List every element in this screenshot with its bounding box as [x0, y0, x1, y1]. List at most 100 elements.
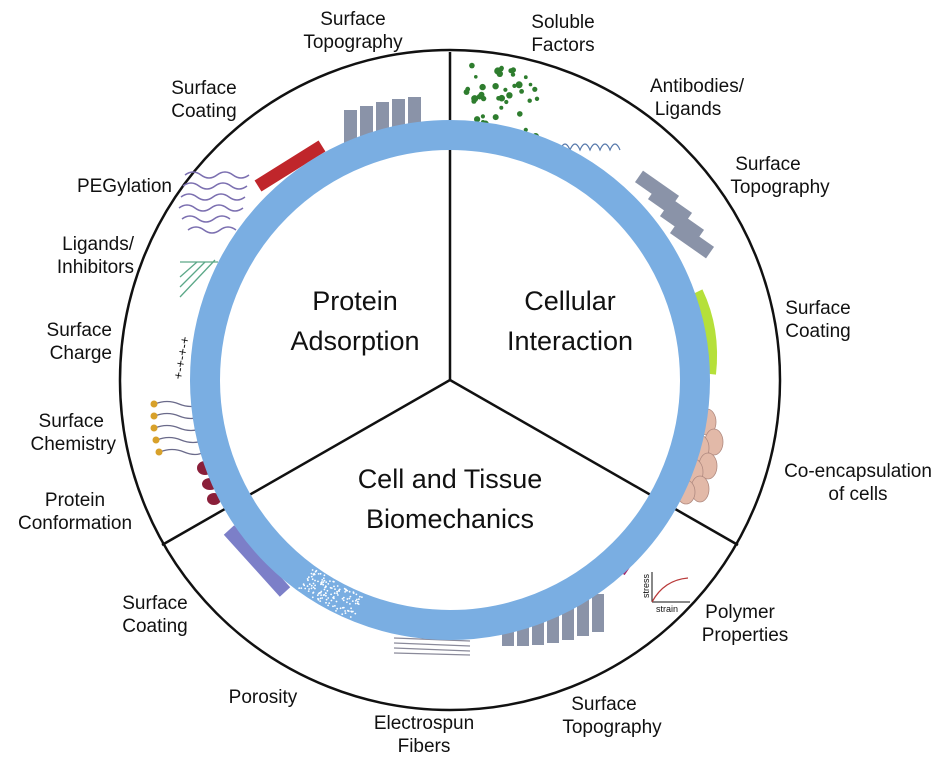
- section-protein-line2: Adsorption: [290, 326, 419, 356]
- pore-dot: [320, 583, 322, 585]
- label-right-coating-2: Coating: [785, 321, 851, 342]
- pore-dot: [329, 580, 331, 582]
- pore-dot: [338, 589, 340, 592]
- pore-dot: [355, 593, 358, 596]
- divider-lower-left: [161, 378, 451, 547]
- label-bottom-topography-1: Surface: [571, 694, 636, 715]
- soluble-dot: [515, 81, 523, 89]
- label-conformation-1: Protein: [45, 490, 105, 511]
- label-bottom-topography-2: Topography: [562, 717, 662, 738]
- pore-dot: [319, 597, 322, 600]
- pore-dot: [336, 592, 338, 595]
- pore-dot: [310, 572, 313, 575]
- soluble-dot: [499, 105, 504, 110]
- charge-glyphs: +-+-+-+: [170, 335, 192, 380]
- pore-dot: [308, 588, 310, 590]
- label-conformation-2: Conformation: [18, 513, 132, 534]
- pore-dot: [300, 587, 303, 589]
- soluble-dot: [492, 114, 499, 121]
- pore-dot: [342, 606, 345, 609]
- pore-dot: [312, 573, 315, 576]
- fiber: [393, 647, 471, 652]
- pore-dot: [335, 600, 338, 603]
- cylinder: [592, 594, 604, 632]
- pore-dot: [303, 584, 306, 587]
- label-ligands-1: Ligands/: [62, 234, 135, 255]
- pore-dot: [306, 578, 309, 580]
- pore-dot: [333, 585, 335, 588]
- label-polymer-2: Properties: [702, 625, 789, 646]
- chem-head: [150, 424, 158, 432]
- pore-dot: [349, 616, 352, 618]
- soluble-dot: [474, 75, 478, 79]
- pore-dot: [328, 602, 331, 604]
- pore-dot: [312, 592, 314, 594]
- pore-dot: [319, 600, 322, 602]
- pore-dot: [314, 579, 316, 582]
- soluble-dot: [463, 89, 470, 95]
- label-electrospun-1: Electrospun: [374, 713, 474, 734]
- section-biomech-line2: Biomechanics: [366, 504, 534, 534]
- soluble-dot: [510, 72, 516, 77]
- pore-dot: [321, 597, 324, 599]
- pore-dot: [329, 586, 332, 589]
- pore-dot: [317, 580, 319, 583]
- soluble-dot: [503, 87, 508, 92]
- pore-dot: [346, 601, 348, 604]
- pore-dot: [312, 586, 315, 589]
- label-charge-2: Charge: [50, 343, 112, 364]
- pore-dot: [325, 594, 327, 597]
- pore-dot: [312, 582, 315, 585]
- pore-dot: [354, 612, 357, 615]
- pore-dot: [307, 576, 310, 579]
- pore-dot: [348, 590, 351, 593]
- chem-head: [150, 400, 158, 408]
- soluble-dot: [480, 114, 485, 119]
- pore-dot: [335, 610, 337, 612]
- pore-dot: [311, 596, 314, 599]
- pore-dot: [333, 597, 335, 600]
- pore-dot: [323, 574, 326, 577]
- pore-dot: [314, 570, 317, 573]
- pore-dot: [352, 591, 355, 593]
- peg-chain: [180, 193, 246, 201]
- pore-dot: [348, 597, 351, 600]
- soluble-dot: [532, 86, 538, 92]
- pore-dot: [336, 590, 338, 593]
- label-coencap-2: of cells: [828, 484, 887, 505]
- chem-head: [155, 448, 163, 456]
- pore-dot: [311, 569, 314, 571]
- stress-label: stress: [641, 573, 651, 598]
- pore-dot: [316, 594, 319, 597]
- peg-chain: [187, 226, 237, 234]
- surface-topography-right-cylinders: [634, 170, 715, 259]
- pore-dot: [323, 579, 326, 582]
- soluble-dot: [534, 96, 540, 102]
- ligands-inhibitors-icon: [179, 259, 218, 298]
- label-bottom-coating-2: Coating: [122, 616, 188, 637]
- peg-chain: [178, 204, 244, 212]
- pore-dot: [327, 604, 329, 607]
- label-ligands-2: Inhibitors: [57, 257, 134, 278]
- cylinder: [577, 598, 589, 636]
- pegylation-chains-icon: [178, 171, 250, 234]
- label-polymer-1: Polymer: [705, 602, 775, 623]
- fiber: [393, 637, 471, 642]
- pore-dot: [327, 597, 330, 599]
- pore-dot: [357, 600, 359, 603]
- pore-dot: [330, 599, 333, 602]
- label-soluble-1: Soluble: [531, 12, 594, 33]
- soluble-dot: [496, 70, 503, 78]
- chem-head: [152, 436, 160, 444]
- pore-dot: [322, 594, 325, 596]
- pore-dot: [358, 598, 360, 601]
- pore-dot: [346, 598, 349, 600]
- soluble-dot: [504, 99, 509, 105]
- soluble-dot: [506, 92, 513, 99]
- pore-dot: [356, 602, 359, 605]
- pore-dot: [355, 599, 357, 602]
- surface-coating-red-band: [254, 140, 326, 192]
- soluble-dot: [471, 98, 477, 104]
- pore-dot: [307, 590, 310, 592]
